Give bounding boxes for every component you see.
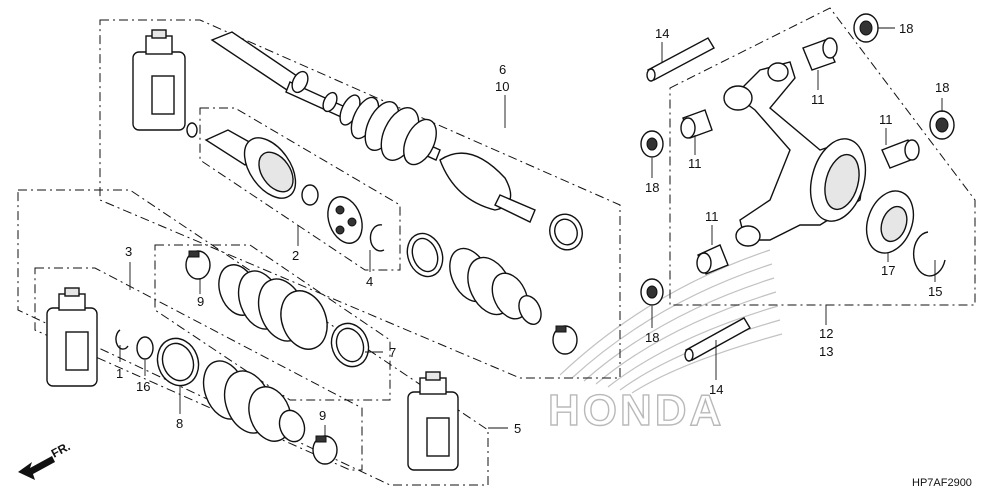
circlip-15	[912, 231, 946, 277]
spider-assembly	[327, 196, 363, 244]
inner-boot-kit	[218, 264, 328, 350]
callout-18-top: 18	[899, 21, 913, 36]
callout-18-left: 18	[645, 180, 659, 195]
band-9-upper	[185, 250, 211, 280]
inner-boot-box	[154, 244, 391, 401]
bushing-11-bottom	[696, 244, 729, 275]
callout-6: 6	[499, 62, 506, 77]
callout-5: 5	[514, 421, 521, 436]
inner-boot	[449, 247, 542, 325]
callout-13: 13	[819, 344, 833, 359]
honda-wordmark: HONDA	[548, 386, 724, 435]
callout-7: 7	[389, 345, 396, 360]
callout-2: 2	[292, 248, 299, 263]
callout-18-right: 18	[935, 80, 949, 95]
seal-18-left	[640, 130, 664, 158]
callout-11-bottom: 11	[705, 209, 719, 224]
seal-18-right	[929, 110, 955, 140]
callout-8: 8	[176, 416, 183, 431]
shaft-clip-top	[186, 122, 198, 138]
callout-12: 12	[819, 326, 833, 341]
callout-1: 1	[116, 366, 123, 381]
callout-11-right: 11	[879, 112, 893, 127]
bushing-11-right	[881, 139, 920, 169]
grease-bottle-top	[132, 29, 186, 131]
boot-band-large	[406, 232, 444, 278]
seal-18-bottom	[640, 278, 664, 306]
bearing-17	[865, 190, 915, 254]
inner-joint-housing	[204, 129, 297, 199]
honda-watermark: HONDA	[547, 249, 783, 436]
callout-16: 16	[136, 379, 150, 394]
diagram-code: HP7AF2900	[912, 477, 972, 489]
seal-18-top	[853, 13, 879, 43]
callout-3: 3	[125, 244, 132, 259]
callout-18-bottom: 18	[645, 330, 659, 345]
outer-shaft-assembly-box	[99, 19, 621, 379]
callout-11-top: 11	[811, 92, 825, 107]
band-9-lower	[312, 435, 338, 465]
honda-wing-logo	[559, 249, 783, 394]
snap-ring-2	[301, 184, 319, 206]
boot-band-8	[156, 337, 200, 387]
boot-band-right	[549, 213, 583, 251]
circlip-1	[115, 329, 129, 350]
grease-bottle-bottom	[407, 371, 459, 471]
callout-9-upper: 9	[197, 294, 204, 309]
callout-10: 10	[495, 79, 509, 94]
boot-band-small	[552, 325, 578, 355]
boot-band-7	[330, 322, 370, 368]
leader-lines	[119, 27, 943, 436]
inner-joint-box	[199, 107, 401, 271]
callout-9-lower: 9	[319, 408, 326, 423]
front-direction-indicator: FR.	[18, 439, 72, 480]
stop-ring-16	[136, 336, 154, 360]
callout-11-left: 11	[688, 156, 702, 171]
pin-14-bottom	[684, 317, 751, 362]
boot-kit-box	[17, 189, 489, 486]
bushing-11-left	[680, 109, 713, 139]
callout-14-top: 14	[655, 26, 669, 41]
snap-ring-4	[369, 224, 385, 252]
knuckle-arm	[723, 61, 867, 247]
callout-4: 4	[366, 274, 373, 289]
callouts: 6 10 2 4 3 1 16 8 9 9 7 5 14 14 11 11 11…	[116, 21, 949, 436]
callout-17: 17	[881, 263, 895, 278]
pin-14-top	[646, 37, 715, 82]
front-arrow-icon	[18, 456, 55, 480]
outer-boot-kit	[202, 360, 306, 443]
outer-boot-box	[34, 267, 363, 471]
drive-shaft-assembly	[210, 31, 536, 223]
callout-15: 15	[928, 284, 942, 299]
grease-bottle-left	[46, 287, 98, 387]
callout-14-bottom: 14	[709, 382, 723, 397]
bushing-11-top	[802, 37, 838, 71]
